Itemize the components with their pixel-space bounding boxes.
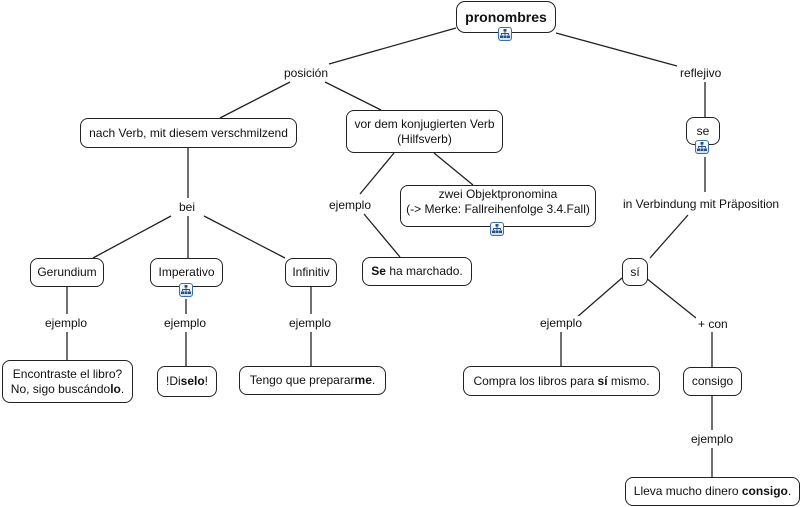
vor-verb-line1: vor dem konjugierten Verb	[354, 116, 495, 131]
ex-si-a: Compra los libros para	[473, 373, 598, 388]
si-node[interactable]: sí	[622, 258, 648, 286]
label-ejemplo-infinitiv: ejemplo	[287, 316, 334, 330]
ex-gerundium-2a: No, sigo buscándo	[10, 381, 111, 396]
ex-si-text: Compra los libros para sí mismo.	[473, 374, 649, 389]
ex-imperativo-a: !Di	[165, 374, 181, 388]
ex-imperativo-bold: selo	[180, 374, 205, 388]
gerundium-node[interactable]: Gerundium	[30, 258, 104, 287]
imperativo-label: Imperativo	[158, 265, 215, 279]
se-ha-marchado-text: Se ha marchado.	[371, 264, 462, 279]
label-ejemplo-vor: ejemplo	[327, 198, 374, 212]
ex-consigo-bold: consigo	[741, 484, 788, 498]
ex-consigo-c: .	[787, 484, 792, 498]
ex-consigo-text: Lleva mucho dinero consigo.	[634, 484, 791, 499]
hierarchy-icon[interactable]	[695, 140, 709, 154]
zwei-objekt-node[interactable]: zwei Objektpronomina (-> Merke: Fallreih…	[400, 185, 596, 227]
label-ejemplo-imperativo: ejemplo	[162, 316, 209, 330]
ex-si-bold: sí	[597, 373, 608, 388]
ex-imperativo-c: !	[204, 374, 209, 388]
ex-gerundium-line2: No, sigo buscándolo.	[11, 382, 124, 397]
hierarchy-icon[interactable]	[179, 283, 193, 297]
ex-consigo-node[interactable]: Lleva mucho dinero consigo.	[625, 477, 800, 506]
label-mas-con: + con	[696, 317, 730, 331]
se-ha-rest: ha marchado.	[385, 264, 463, 278]
ex-consigo-a: Lleva mucho dinero	[633, 484, 742, 498]
si-label: sí	[630, 264, 640, 279]
zwei-objekt-line1: zwei Objektpronomina	[438, 187, 558, 201]
imperativo-node[interactable]: Imperativo	[150, 258, 223, 287]
ex-infinitiv-text: Tengo que prepararme.	[250, 373, 375, 388]
nach-verb-label: nach Verb, mit diesem verschmilzend	[89, 125, 288, 140]
hierarchy-icon[interactable]	[498, 27, 512, 41]
root-node[interactable]: pronombres	[456, 1, 556, 33]
se-ha-bold: Se	[371, 264, 386, 278]
infinitiv-label: Infinitiv	[292, 265, 330, 279]
nach-verb-node[interactable]: nach Verb, mit diesem verschmilzend	[80, 118, 297, 148]
ex-si-c: mismo.	[607, 373, 650, 388]
label-ejemplo-si: ejemplo	[538, 316, 585, 330]
zwei-objekt-line2: (-> Merke: Fallreihenfolge 3.4.Fall)	[406, 202, 590, 216]
se-node[interactable]: se	[686, 117, 720, 145]
vor-verb-line2: (Hilfsverb)	[397, 131, 452, 146]
se-label: se	[696, 123, 710, 138]
ex-imperativo-node[interactable]: !Diselo!	[157, 366, 217, 397]
ex-infinitiv-bold: me	[354, 373, 372, 387]
label-ejemplo-consigo: ejemplo	[689, 432, 736, 446]
vor-verb-node[interactable]: vor dem konjugierten Verb (Hilfsverb)	[346, 110, 503, 153]
ex-gerundium-node[interactable]: Encontraste el libro? No, sigo buscándol…	[2, 360, 133, 403]
label-en-verbindung: in Verbindung mit Präposition	[621, 197, 782, 211]
label-reflejivo: reflejivo	[678, 66, 724, 80]
label-ejemplo-gerundium: ejemplo	[43, 316, 90, 330]
ex-infinitiv-a: Tengo que preparar	[249, 373, 355, 387]
gerundium-label: Gerundium	[37, 265, 97, 279]
root-label: pronombres	[465, 8, 547, 25]
ex-imperativo-text: !Diselo!	[166, 374, 208, 389]
ex-gerundium-bold: lo	[110, 381, 121, 396]
hierarchy-icon[interactable]	[490, 222, 504, 236]
consigo-label: consigo	[691, 374, 734, 388]
ex-si-node[interactable]: Compra los libros para sí mismo.	[463, 366, 660, 396]
se-ha-marchado-node[interactable]: Se ha marchado.	[362, 257, 472, 286]
consigo-node[interactable]: consigo	[683, 367, 742, 396]
label-posicion: posición	[282, 66, 331, 80]
label-bei: bei	[177, 200, 198, 214]
ex-infinitiv-node[interactable]: Tengo que prepararme.	[239, 366, 386, 395]
ex-gerundium-line1: Encontraste el libro?	[12, 366, 123, 381]
ex-gerundium-2c: .	[120, 381, 125, 396]
infinitiv-node[interactable]: Infinitiv	[285, 258, 337, 287]
ex-infinitiv-c: .	[371, 373, 376, 387]
